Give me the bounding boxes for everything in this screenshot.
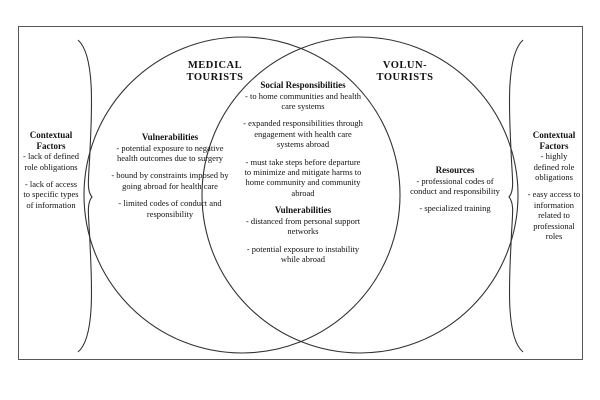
medical-vulnerability-item: - bound by constraints imposed by going … [111, 170, 229, 191]
right-context-heading-line2: Factors [539, 140, 569, 151]
medical-tourists-circle [83, 36, 401, 354]
right-context-item: - easy access to information related to … [527, 189, 581, 242]
medical-tourists-title: MEDICAL TOURISTS [160, 60, 270, 84]
shared-vulnerability-item: - distanced from personal support networ… [245, 215, 361, 237]
voluntourist-resources: Resources - professional codes of conduc… [404, 165, 506, 214]
social-responsibilities-heading: Social Responsibilities [260, 80, 346, 90]
volun-title-line2: TOURISTS [376, 72, 434, 83]
shared-vulnerabilities-heading: Vulnerabilities [274, 205, 332, 216]
resource-item: - professional codes of conduct and resp… [410, 175, 500, 196]
left-context-heading-line1: Contextual [29, 130, 73, 140]
left-context-item: - lack of access to specific types of in… [23, 179, 79, 210]
right-context-heading-line1: Contextual [532, 130, 576, 140]
social-responsibility-item: - expanded responsibilities through enga… [243, 118, 363, 150]
medical-title-line2: TOURISTS [186, 72, 244, 83]
voluntourists-title: VOLUN- TOURISTS [350, 60, 460, 84]
social-responsibility-item: - to home communities and health care sy… [245, 90, 361, 111]
shared-responsibilities: Social Responsibilities - to home commun… [242, 80, 364, 264]
left-context-item: - lack of defined role obligations [23, 151, 79, 172]
medical-title-line1: MEDICAL [187, 60, 243, 71]
resources-heading: Resources [435, 165, 475, 175]
left-curly-brace [77, 39, 93, 353]
medical-vulnerability-item: - potential exposure to negative health … [116, 142, 224, 163]
voluntourists-circle [201, 36, 519, 354]
social-responsibility-item: - must take steps before departure to mi… [244, 156, 362, 198]
right-context-item: - highly defined role obligations [533, 151, 575, 182]
diagram-frame [18, 26, 583, 360]
left-contextual-factors: Contextual Factors - lack of defined rol… [22, 130, 80, 210]
shared-vulnerability-item: - potential exposure to instability whil… [246, 243, 360, 265]
right-contextual-factors: Contextual Factors - highly defined role… [527, 130, 581, 241]
medical-vulnerability-item: - limited codes of conduct and responsib… [118, 198, 222, 219]
resource-item: - specialized training [419, 203, 491, 214]
right-curly-brace [508, 39, 524, 353]
medical-vulnerabilities: Vulnerabilities - potential exposure to … [106, 132, 234, 219]
medical-vulnerabilities-heading: Vulnerabilities [141, 132, 199, 142]
left-context-heading-line2: Factors [36, 140, 66, 151]
volun-title-line1: VOLUN- [382, 60, 428, 71]
